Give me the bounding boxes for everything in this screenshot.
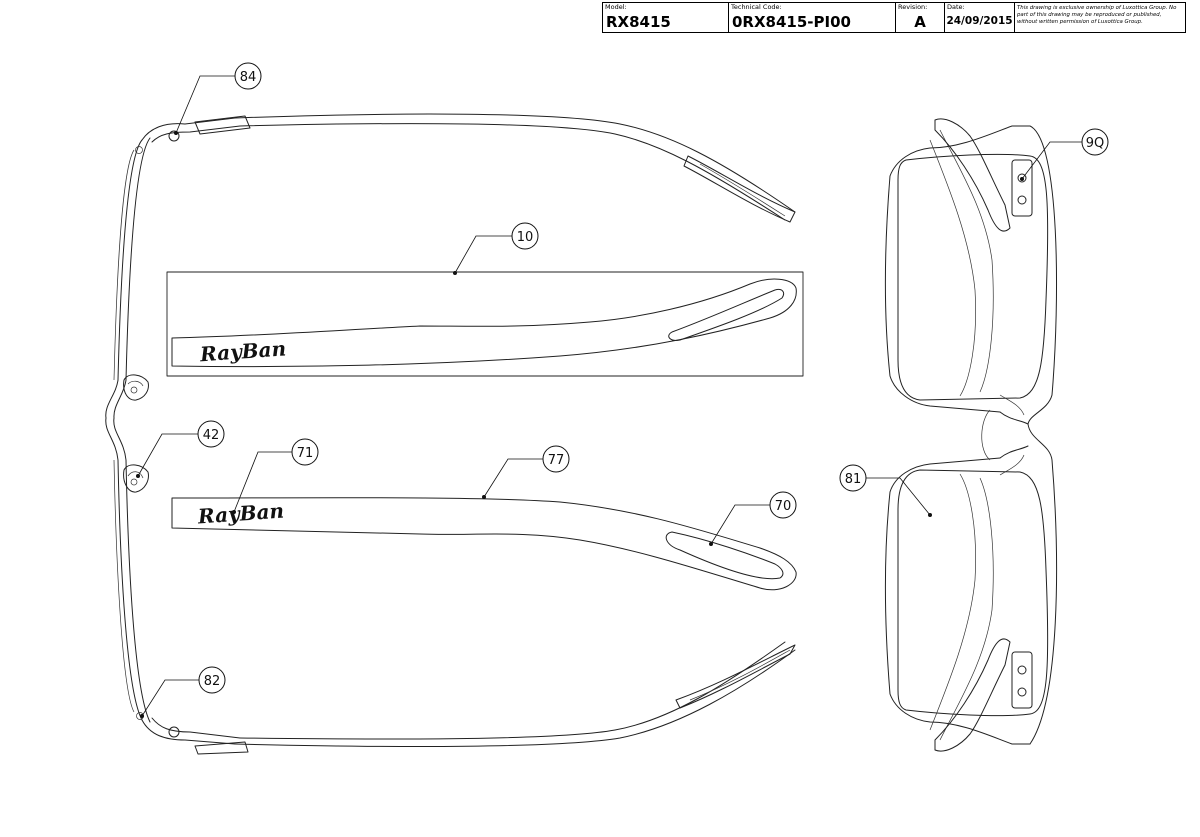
callout-81: 81 (839, 464, 932, 517)
callout-77: 77 (482, 445, 570, 499)
temple-side-view (171, 497, 797, 591)
revision-cell: Revision: A (896, 3, 945, 32)
callout-84: 84 (174, 62, 262, 135)
title-block: Model: RX8415 Technical Code: 0RX8415-PI… (602, 2, 1186, 33)
revision-label: Revision: (898, 3, 928, 11)
top-view (105, 113, 796, 755)
bottom-nose-pad (123, 464, 149, 493)
date-label: Date: (947, 3, 965, 11)
ownership-notice-cell: This drawing is exclusive ownership of L… (1015, 3, 1185, 32)
model-value: RX8415 (606, 13, 671, 31)
temple-section-view (166, 271, 804, 377)
temple-logo-lower: RayBan (196, 499, 285, 529)
callout-84-label: 84 (240, 70, 257, 85)
callout-71-label: 71 (297, 446, 314, 461)
callout-70-label: 70 (775, 499, 792, 514)
callout-81-label: 81 (845, 472, 862, 487)
top-nose-pad (123, 374, 149, 401)
model-label: Model: (605, 3, 627, 11)
model-cell: Model: RX8415 (603, 3, 729, 32)
front-view (885, 118, 1058, 752)
technical-code-cell: Technical Code: 0RX8415-PI00 (729, 3, 896, 32)
date-value: 24/09/2015 (946, 15, 1013, 27)
temple-logo-upper: RayBan (198, 336, 287, 366)
callout-82: 82 (140, 666, 226, 718)
callout-9q: 9Q (1020, 128, 1109, 181)
callout-9q-label: 9Q (1086, 136, 1105, 151)
callout-42-label: 42 (203, 428, 220, 443)
callout-71: 71 (232, 438, 319, 514)
technical-code-value: 0RX8415-PI00 (732, 13, 851, 31)
callout-77-label: 77 (548, 453, 565, 468)
callout-82-label: 82 (204, 674, 221, 689)
date-cell: Date: 24/09/2015 (945, 3, 1015, 32)
callout-42: 42 (136, 420, 225, 478)
callout-10-label: 10 (517, 230, 534, 245)
callout-70: 70 (709, 491, 797, 546)
ownership-notice: This drawing is exclusive ownership of L… (1017, 5, 1177, 25)
callout-10: 10 (453, 222, 539, 275)
revision-value: A (914, 13, 926, 31)
technical-code-label: Technical Code: (731, 3, 782, 11)
